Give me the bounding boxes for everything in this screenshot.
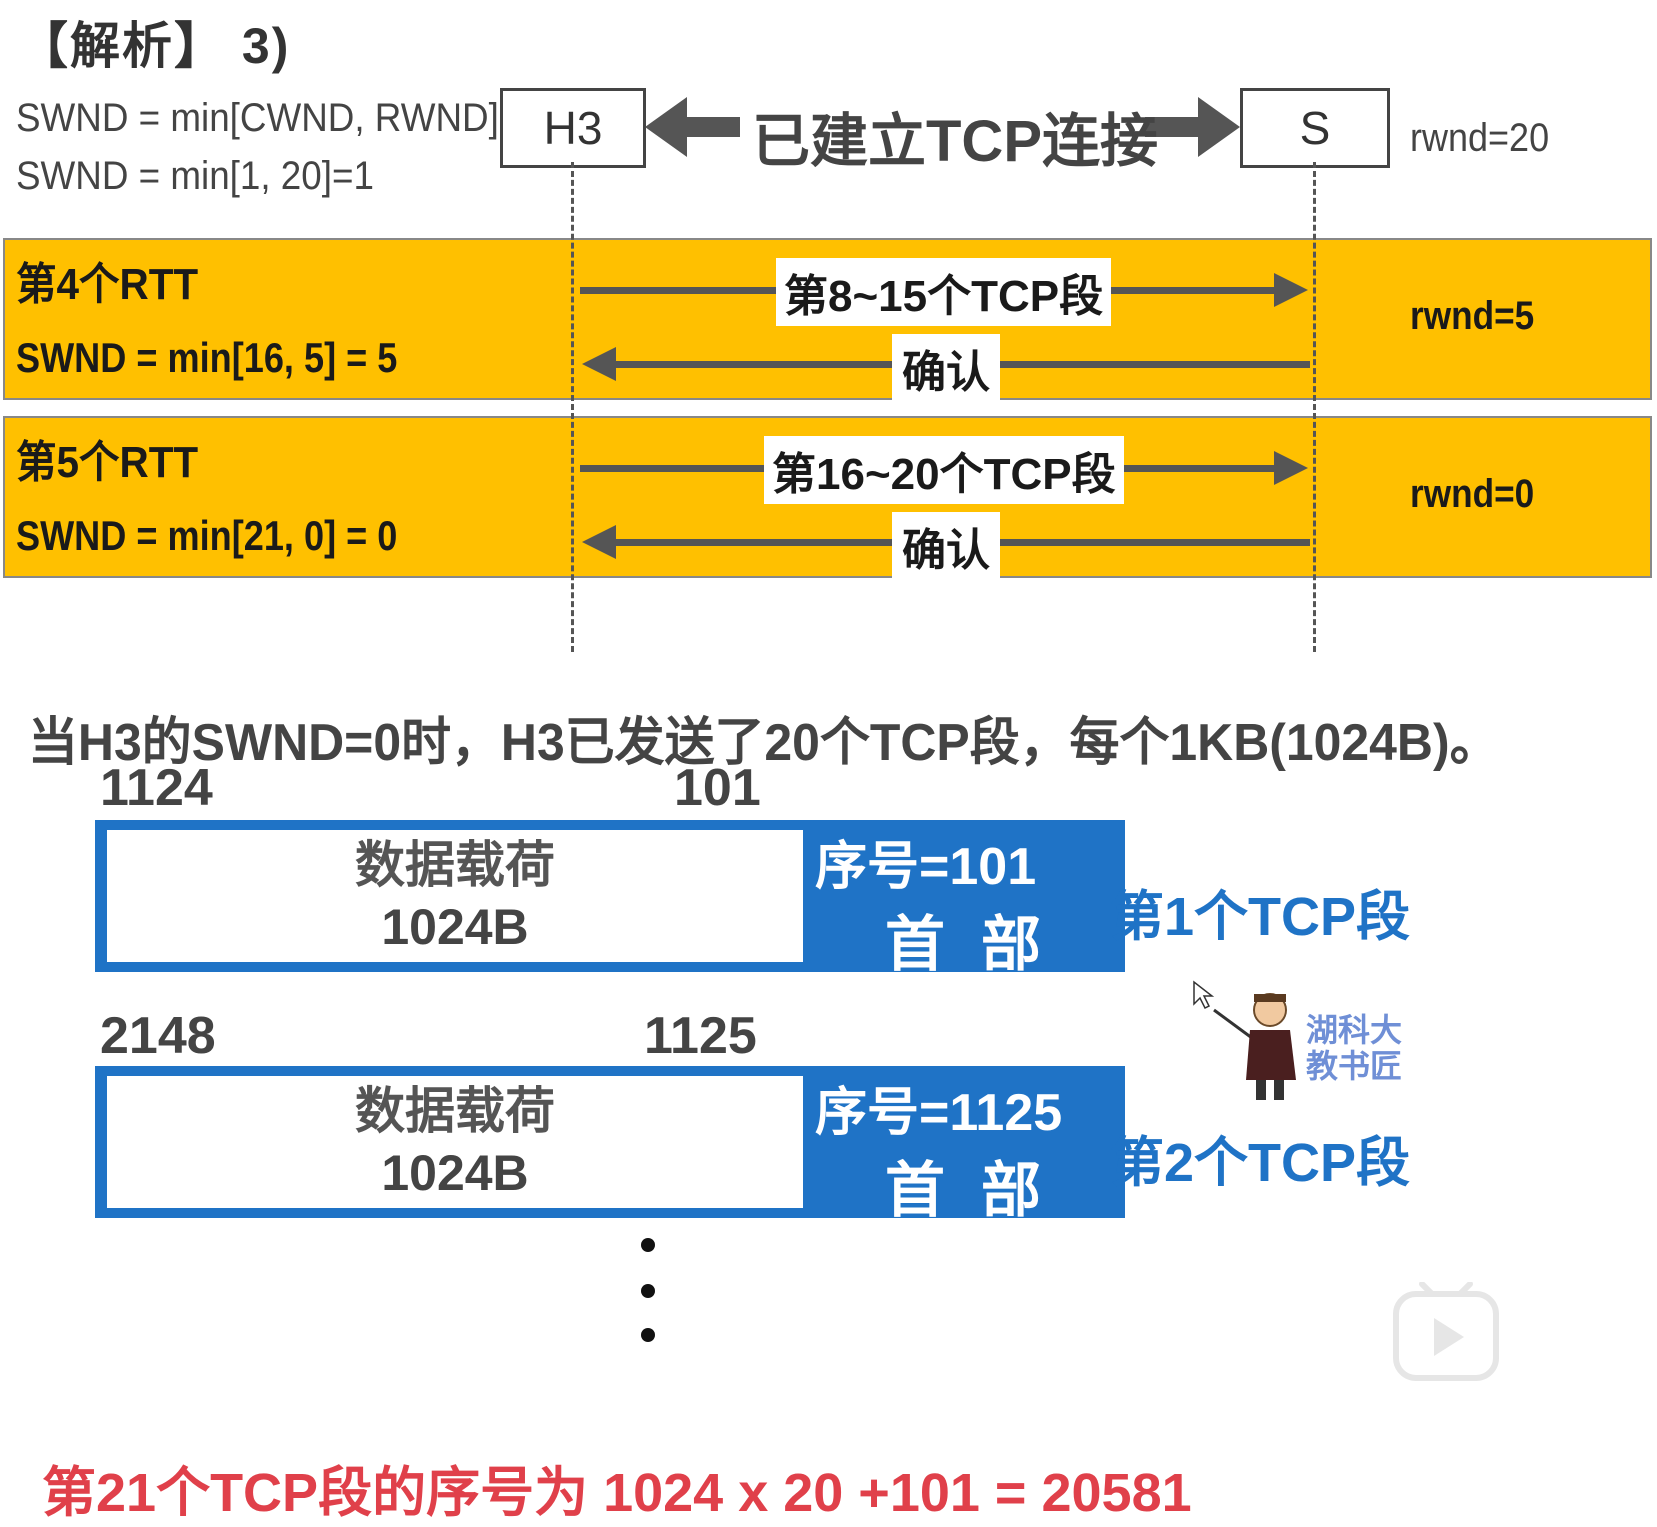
rtt-5-send-arrowhead-icon bbox=[1274, 451, 1308, 485]
rtt-4-segments-label: 第8~15个TCP段 bbox=[776, 258, 1112, 326]
rtt-5-title: 第5个RTT bbox=[16, 438, 199, 487]
video-play-icon bbox=[1393, 1282, 1499, 1381]
ellipsis-dot-2 bbox=[641, 1284, 655, 1298]
rtt-4-rwnd: rwnd=5 bbox=[1410, 294, 1535, 338]
swnd-formula: SWND = min[CWND, RWND] bbox=[16, 96, 499, 140]
segment-1-payload-size: 1024B bbox=[381, 899, 529, 955]
teacher-icon bbox=[1193, 980, 1296, 1100]
segment-2-payload-size: 1024B bbox=[381, 1145, 529, 1201]
rtt-4-send-arrowhead-icon bbox=[1274, 273, 1308, 307]
connection-arrows bbox=[645, 97, 1240, 157]
segment-2-seq-label: 序号=1125 bbox=[815, 1084, 1063, 1142]
swnd-initial-value: SWND = min[1, 20]=1 bbox=[16, 154, 374, 198]
right-arrow-icon bbox=[1145, 97, 1240, 157]
segment-2-header-label: 首部 bbox=[885, 1157, 1077, 1224]
segment-1-payload: 数据载荷 1024B bbox=[107, 830, 803, 962]
ellipsis-dot-3 bbox=[641, 1328, 655, 1342]
segment-1-end-offset: 1124 bbox=[100, 759, 213, 817]
segment-2-end-offset: 2148 bbox=[100, 1007, 216, 1065]
rtt-4-swnd: SWND = min[16, 5] = 5 bbox=[16, 334, 398, 381]
segment-1-name: 第1个TCP段 bbox=[1110, 887, 1411, 947]
segment-2-name: 第2个TCP段 bbox=[1110, 1133, 1411, 1193]
connection-label: 已建立TCP连接 bbox=[752, 109, 1159, 174]
rtt-4-ack-arrowhead-icon bbox=[582, 347, 616, 381]
segment-1-payload-label: 数据载荷 bbox=[355, 837, 555, 893]
rtt-4-title: 第4个RTT bbox=[16, 260, 199, 309]
logo-line-1: 湖科大 bbox=[1306, 1012, 1403, 1048]
rtt-5-ack-arrowhead-icon bbox=[582, 525, 616, 559]
server-s-label: S bbox=[1299, 102, 1331, 154]
heading: 【解析】 3) bbox=[18, 18, 291, 74]
segment-2-payload: 数据载荷 1024B bbox=[107, 1076, 803, 1208]
initial-rwnd: rwnd=20 bbox=[1410, 116, 1550, 160]
host-h3-label: H3 bbox=[543, 102, 603, 154]
h3-timeline bbox=[571, 162, 574, 652]
segment-1-seq-label: 序号=101 bbox=[815, 838, 1037, 896]
segment-1-start-offset: 101 bbox=[674, 759, 761, 817]
logo-line-2: 教书匠 bbox=[1306, 1048, 1403, 1084]
mouse-cursor-icon bbox=[1193, 980, 1215, 1010]
rtt-4-ack-label: 确认 bbox=[892, 334, 1000, 402]
statement-text: 当H3的SWND=0时，H3已发送了20个TCP段，每个1KB(1024B)。 bbox=[28, 714, 1500, 772]
rtt-5-ack-label: 确认 bbox=[892, 512, 1000, 580]
result-text: 第21个TCP段的序号为 1024 x 20 +101 = 20581 bbox=[42, 1463, 1192, 1523]
left-arrow-icon bbox=[645, 97, 740, 157]
s-timeline bbox=[1313, 162, 1316, 652]
segment-2-start-offset: 1125 bbox=[644, 1007, 757, 1065]
segment-2-payload-label: 数据载荷 bbox=[355, 1083, 555, 1139]
rtt-5-rwnd: rwnd=0 bbox=[1410, 472, 1535, 516]
tcp-segment-1: 数据载荷 1024B 序号=101 首部 bbox=[95, 820, 1125, 978]
rtt-5-swnd: SWND = min[21, 0] = 0 bbox=[16, 512, 398, 559]
segment-1-header-label: 首部 bbox=[885, 911, 1077, 978]
tcp-segment-2: 数据载荷 1024B 序号=1125 首部 bbox=[95, 1066, 1125, 1224]
rtt-5-segments-label: 第16~20个TCP段 bbox=[764, 436, 1124, 504]
ellipsis-dot-1 bbox=[641, 1238, 655, 1252]
